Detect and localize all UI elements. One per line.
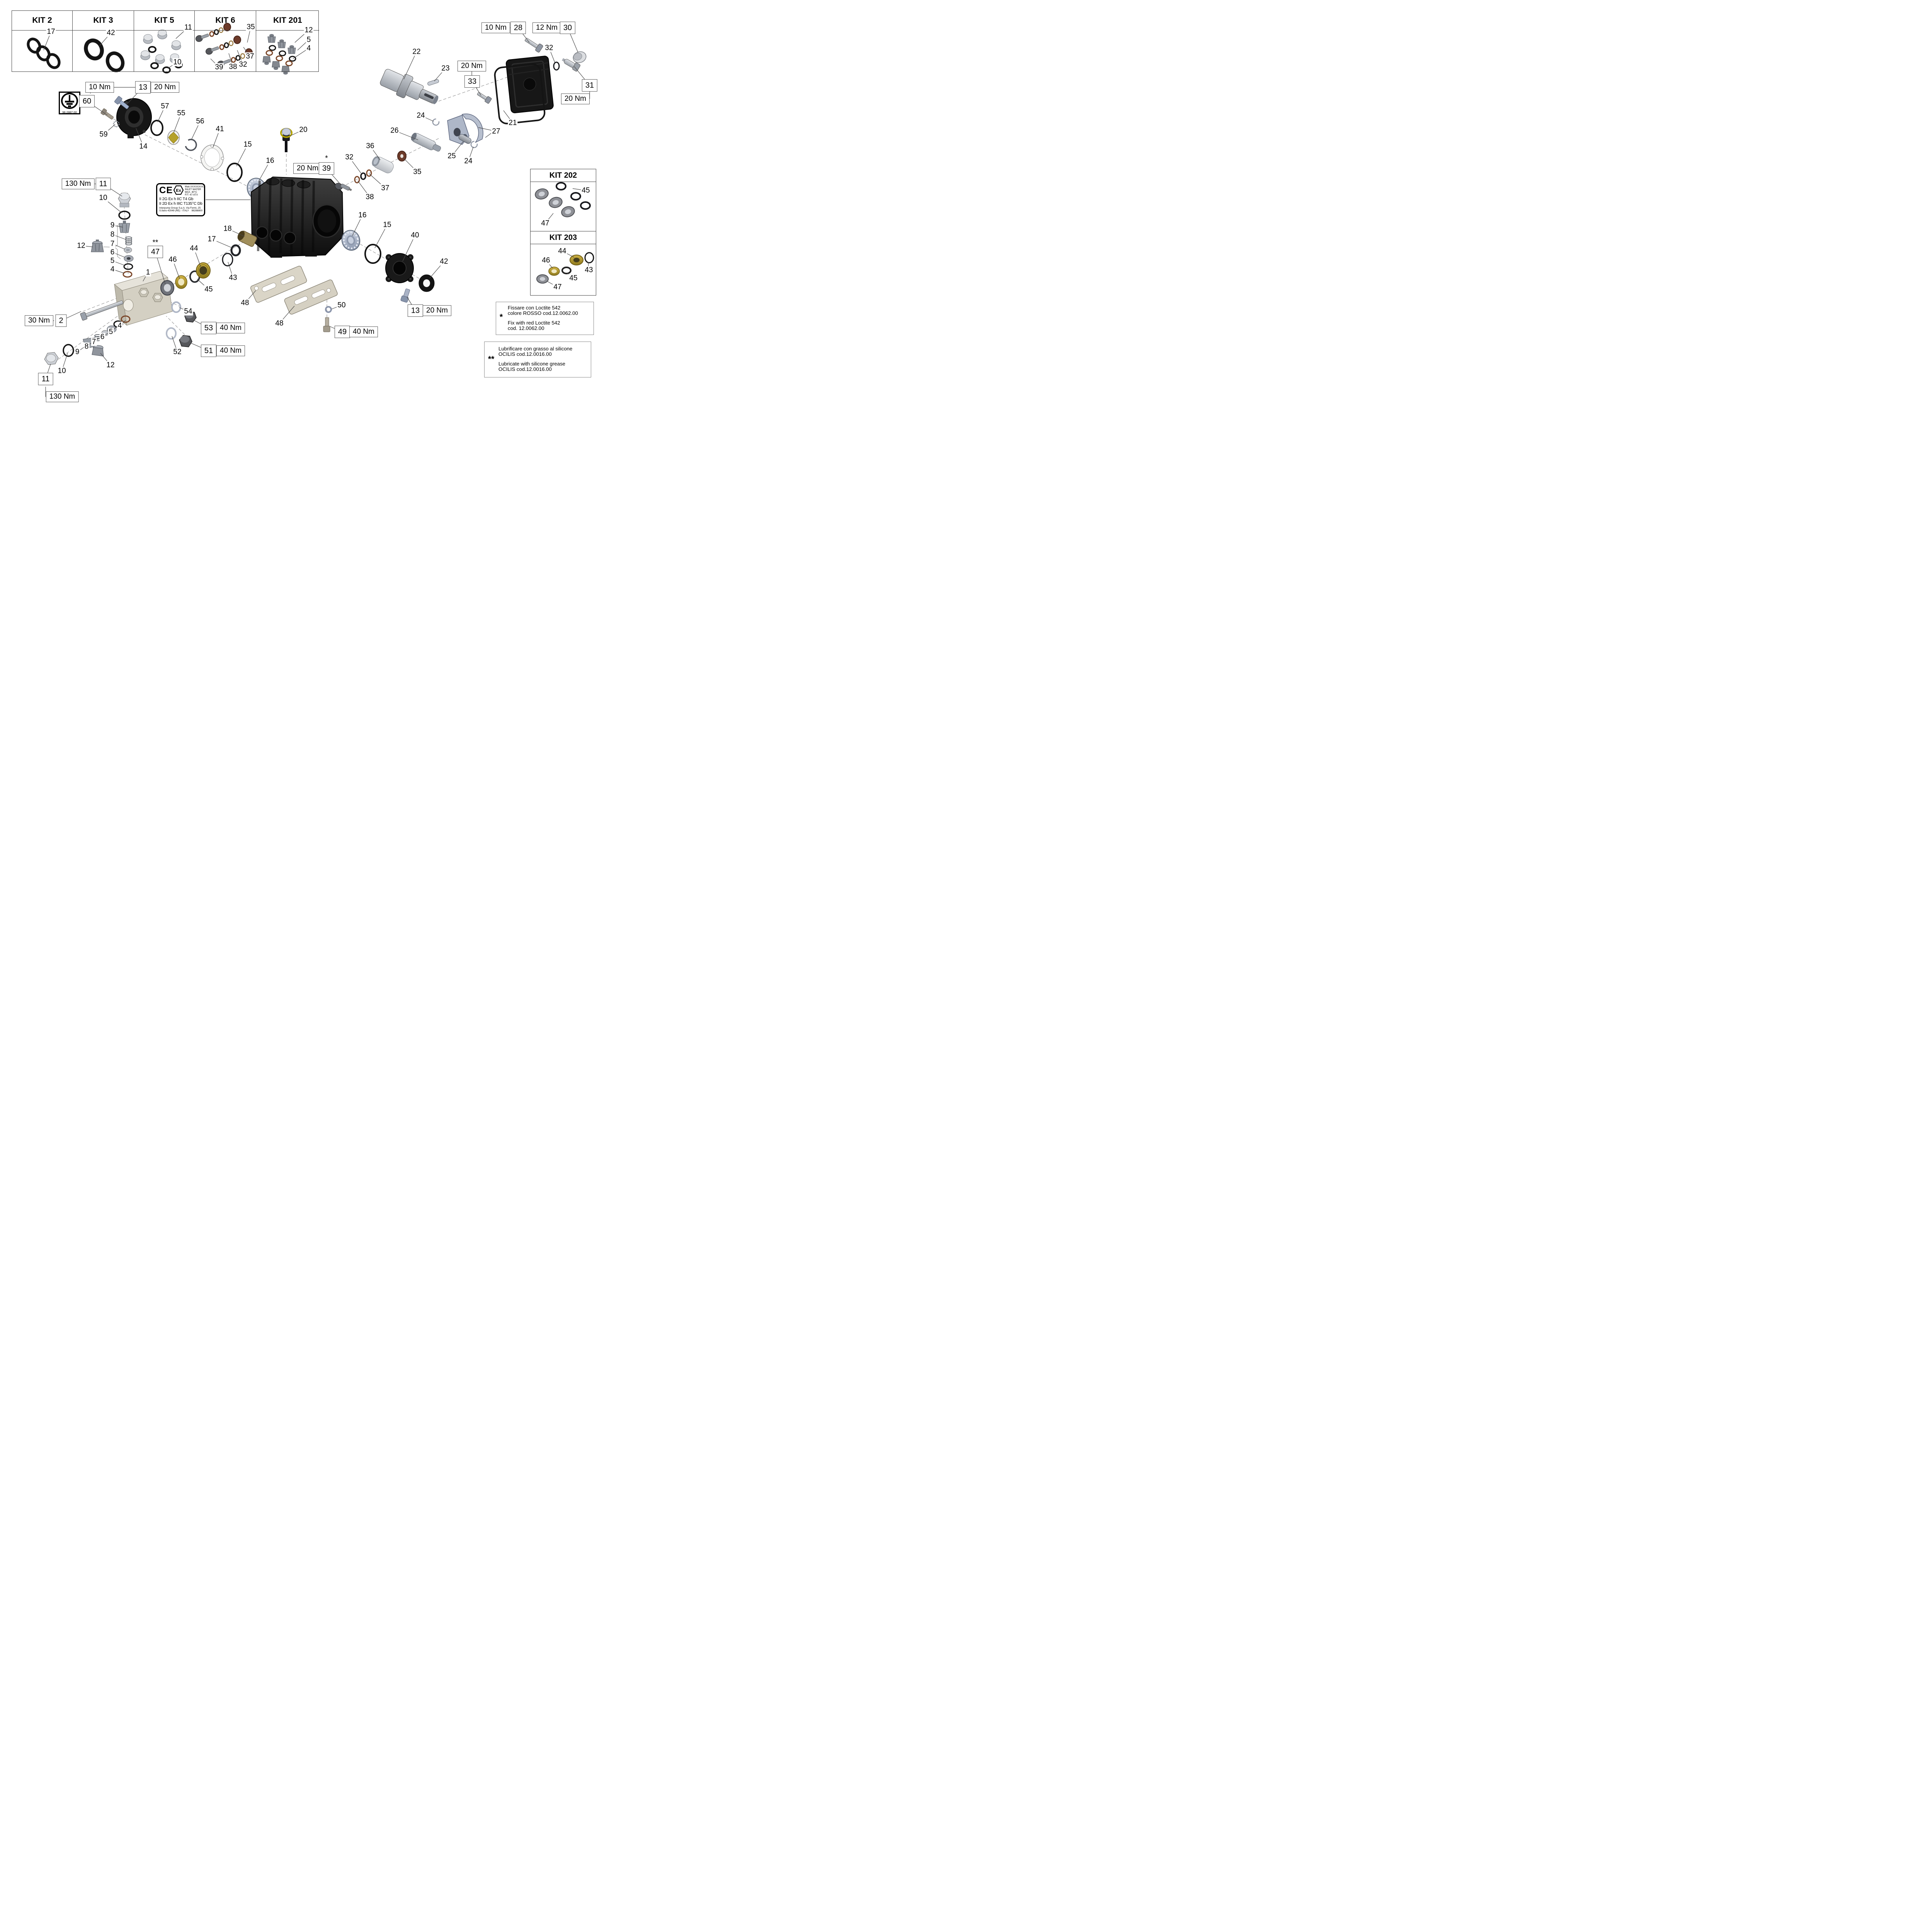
cover-gasket-21-drawing: [494, 63, 546, 124]
bearing-16-right-drawing: [341, 230, 361, 251]
note-loctite: * Fissare con Loctite 542 colore ROSSO c…: [496, 302, 594, 335]
kit6-valve-screw-drawings: [196, 23, 253, 68]
disc-35-hole: [400, 154, 403, 158]
note-grease-line4: OCILIS cod.12.0016.00: [498, 366, 552, 372]
plate-address2: S.Ilario 42049 (RE) - ITALY: [159, 209, 189, 212]
ground-screw-60-drawing: [100, 108, 114, 120]
circlip-24-drawing: [470, 141, 478, 148]
plug-51-drawing: [179, 335, 192, 347]
piston-sleeve-18-drawing: [237, 231, 257, 247]
rear-cover-drawing: [505, 56, 554, 114]
screw-28-drawing: [524, 38, 543, 53]
screw-13-left-drawing: [114, 96, 129, 109]
bolt-2-drawing: [80, 300, 124, 321]
note-loctite-line3: Fix with red Loctite 542: [508, 320, 560, 326]
washer-37-drawing: [366, 169, 372, 177]
plate-matr: Matr.XXXXXXXXX: [185, 185, 205, 188]
bearing-flange-40-drawing: [385, 253, 414, 283]
washer-50-drawing: [325, 306, 332, 313]
oring-5-upper-drawing: [123, 263, 133, 270]
valve-plug-11-upper-drawing: [118, 192, 131, 207]
note-loctite-marker: *: [500, 313, 503, 321]
brass-ring-46-drawing: [175, 275, 187, 289]
washer-54-drawing: [171, 301, 181, 313]
manifold-1-drawing: [114, 271, 173, 326]
ground-symbol-box: 98.2887.00: [59, 92, 80, 114]
ground-code: 98.2887.00: [62, 110, 77, 114]
washer-59-drawing: [113, 121, 120, 127]
plate-atex-gas: II 2G Ex h IIC T4 Gb: [159, 197, 194, 201]
valve-seat-6-lower-drawing: [107, 325, 117, 333]
shaft-key-23-drawing: [427, 79, 439, 86]
note-grease-line3: Lubricate with silicone grease: [498, 361, 565, 367]
kit201-valve-drawings: [262, 34, 296, 75]
note-grease-line1: Lubrificare con grasso al silicone: [498, 346, 573, 352]
note-loctite-line2: colore ROSSO cod.12.0062.00: [508, 310, 578, 316]
circlip-24-drawing: [432, 118, 440, 126]
ce-mark: CE: [159, 185, 173, 195]
oil-dipstick-20-drawing: [280, 128, 293, 152]
note-grease: ** Lubrificare con grasso al silicone OC…: [484, 342, 591, 377]
brass-seal-44-drawing: [196, 262, 211, 279]
seal-47-drawing: [160, 280, 174, 296]
kit203-seal-drawings: [536, 252, 594, 284]
oring-15-left-drawing: [226, 163, 243, 182]
cap-30-drawing: [573, 51, 587, 63]
note-loctite-line1: Fissare con Loctite 542: [508, 305, 561, 311]
oring-43-drawing: [222, 253, 233, 267]
conrod-bolt-33-drawing: [477, 92, 492, 104]
valve-plate-7-upper-drawing: [124, 247, 132, 253]
note-loctite-line4: cod. 12.0062.00: [508, 325, 544, 331]
oring-32-top-drawing: [553, 61, 560, 71]
circlip-56-drawing: [185, 139, 197, 151]
ex-text: Ex: [176, 189, 182, 193]
gasket-41-drawing: [200, 144, 224, 171]
bracket-48-lower-drawing: [284, 279, 338, 315]
kit2-seal-drawings: [27, 37, 61, 69]
screw-13-right-drawing: [400, 288, 410, 303]
plate-address1: Interpump Group S.p.A. Via Fermi, 25: [159, 207, 201, 209]
sleeve-36-drawing: [372, 156, 394, 173]
crankcase-drawing: [250, 176, 344, 258]
ring-17-drawing: [230, 244, 241, 257]
plate-ft: F/T: 47-ATX: [185, 194, 198, 196]
valve-cage-9-upper-drawing: [119, 221, 130, 233]
seal-55-drawing: [167, 130, 180, 145]
oring-15-right-drawing: [364, 244, 381, 264]
plate-inlet: INLET WATER: [185, 188, 201, 191]
rating-plate: CE Ex Matr.XXXXXXXXX INLET WATER MAX. 40…: [156, 183, 205, 216]
washer-38-drawing: [354, 176, 360, 184]
plate-max: MAX. 40°C: [185, 191, 197, 194]
ground-icon: [61, 93, 78, 109]
piston-pin-25-drawing: [458, 134, 471, 144]
oring-32-drawing: [360, 172, 366, 180]
kit5-plug-drawings: [140, 29, 183, 73]
plate-small-text: Matr.XXXXXXXXX INLET WATER MAX. 40°C F/T…: [185, 185, 205, 196]
kit202-seal-drawings: [535, 182, 591, 218]
plate-atex-dust: II 2D Ex h IIIC T135°C Db: [159, 201, 202, 206]
note-grease-line2: OCILIS cod.12.0016.00: [498, 351, 552, 357]
valve-assembly-12-upper-drawing: [91, 240, 104, 252]
oring-57-drawing: [150, 120, 163, 136]
screw-49-drawing: [323, 317, 330, 332]
washer-52-drawing: [166, 327, 177, 340]
oring-10-upper-drawing: [118, 211, 131, 220]
bracket-48-upper-drawing: [250, 265, 307, 303]
kit3-seal-drawings: [84, 38, 125, 72]
seal-ring-42-drawing: [418, 274, 435, 292]
crankshaft-22-drawing: [380, 69, 439, 104]
oring-4-upper-drawing: [122, 271, 133, 278]
plate-code: 98288800: [191, 209, 202, 212]
plug-31-drawing: [562, 58, 580, 72]
note-grease-marker: **: [488, 355, 495, 364]
oring-10-lower-drawing: [63, 344, 74, 357]
spring-8-upper-drawing: [125, 236, 132, 245]
diagram-graphics: [27, 23, 594, 397]
valve-assembly-12-lower-drawing: [92, 345, 104, 357]
valve-plug-11-lower-drawing: [44, 352, 59, 365]
valve-seat-6-upper-drawing: [124, 255, 134, 262]
oring-4-lower-drawing: [121, 315, 131, 323]
ex-hexagon-icon: Ex: [173, 185, 184, 195]
exploded-parts-diagram: KIT 2 KIT 3 KIT 5 KIT 6 KIT 201 KIT 202 …: [0, 0, 601, 425]
